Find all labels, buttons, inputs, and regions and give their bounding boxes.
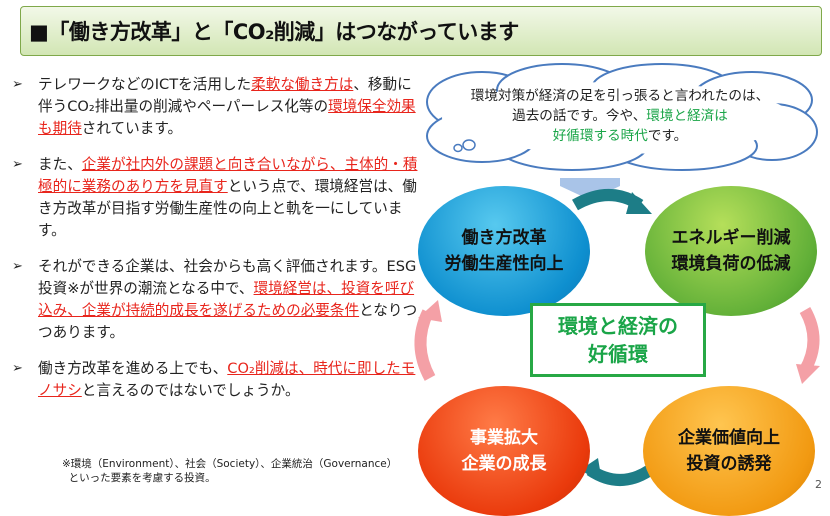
center-line: 好循環 (588, 342, 648, 366)
cloud-text-part: 過去の話です。今や、 (512, 108, 647, 124)
cloud-highlight: 好循環する時代 (552, 128, 648, 144)
bullet-item: ➢ また、企業が社内外の課題と向き合いながら、主体的・積極的に業務のあり方を見直… (10, 154, 420, 242)
cycle-arrow-left (414, 309, 436, 381)
node-line: 労働生産性向上 (444, 254, 564, 274)
node-line: 企業価値向上 (678, 428, 780, 448)
node-line: 投資の誘発 (686, 454, 772, 474)
bullet-text: という点で、環境経営は、働き方改革が目指す労働生産性の向上と軌を一にしています。 (38, 178, 417, 239)
center-line: 環境と経済の (558, 314, 678, 338)
bullet-emphasis: 環境保全効果も期待 (38, 98, 416, 137)
cloud-line: 好循環する時代です。 (440, 126, 800, 146)
node-line: 働き方改革 (461, 228, 547, 248)
arrow-bullet-icon: ➢ (12, 77, 23, 92)
cloud-line: 環境対策が経済の足を引っ張ると言われたのは、 (470, 88, 770, 104)
bullet-text: されています。 (81, 120, 183, 137)
cycle-arrows (414, 178, 820, 486)
bullet-text: 働き方改革を進める上でも、 (38, 360, 228, 377)
cloud-highlight: 環境と経済は (646, 108, 728, 124)
bullet-item: ➢ 働き方改革を進める上でも、CO₂削減は、時代に即したモノサシと言えるのではな… (10, 358, 420, 402)
bullet-emphasis: CO₂削減は、時代に即したモノサシ (38, 360, 416, 399)
bullet-item: ➢ それができる企業は、社会からも高く評価されます。ESG投資※が世界の潮流とな… (10, 256, 420, 344)
cycle-node-growth: 事業拡大 企業の成長 (418, 386, 590, 516)
bullet-text: 、移動に伴うCO₂排出量の削減やペーパーレス化等の (38, 76, 412, 115)
node-line: エネルギー削減 (671, 228, 791, 248)
arrow-bullet-icon: ➢ (12, 259, 23, 274)
footnote: ※環境（Environment）、社会（Society）、企業統治（Govern… (62, 458, 398, 484)
cycle-node-value: 企業価値向上 投資の誘発 (643, 386, 815, 516)
cycle-node-work-reform: 働き方改革 労働生産性向上 (418, 186, 590, 316)
center-label: 環境と経済の 好循環 (530, 303, 706, 377)
arrow-bullet-icon: ➢ (12, 157, 23, 172)
bullet-emphasis: 企業が社内外の課題と向き合いながら、主体的・積極的に業務のあり方を見直す (38, 156, 418, 195)
bullet-item: ➢ テレワークなどのICTを活用した柔軟な働き方は、移動に伴うCO₂排出量の削減… (10, 74, 420, 140)
page-number: 2 (815, 478, 822, 491)
arrow-bullet-icon: ➢ (12, 361, 23, 376)
down-arrow-icon (560, 178, 620, 200)
node-line: 事業拡大 (470, 428, 538, 448)
bullet-text: それができる企業は、社会からも高く評価されます。ESG投資※が世界の潮流となる中… (38, 258, 417, 297)
bullet-text: また、 (38, 156, 82, 173)
bullet-emphasis: 柔軟な働き方は (251, 76, 354, 93)
cycle-arrow-right (799, 307, 820, 373)
bullet-text: となりつつあります。 (38, 302, 418, 341)
cycle-node-energy: エネルギー削減 環境負荷の低減 (645, 186, 817, 316)
cloud-line: 過去の話です。今や、環境と経済は (440, 106, 800, 126)
node-line: 環境負荷の低減 (671, 254, 791, 274)
bullet-list: ➢ テレワークなどのICTを活用した柔軟な働き方は、移動に伴うCO₂排出量の削減… (10, 74, 420, 416)
bullet-text: と言えるのではないでしょうか。 (81, 382, 300, 399)
title-bar: ■「働き方改革」と「CO₂削減」はつながっています (20, 6, 822, 56)
bullet-text: テレワークなどのICTを活用した (38, 76, 252, 93)
thought-cloud (426, 63, 818, 171)
page-title: ■「働き方改革」と「CO₂削減」はつながっています (29, 20, 519, 44)
cloud-text-part: です。 (647, 128, 688, 144)
cloud-text: 環境対策が経済の足を引っ張ると言われたのは、 過去の話です。今や、環境と経済は … (440, 86, 800, 146)
bullet-emphasis: 環境経営は、投資を呼び込み、企業が持続的成長を遂げるための必要条件 (38, 280, 415, 319)
node-line: 企業の成長 (461, 454, 547, 474)
